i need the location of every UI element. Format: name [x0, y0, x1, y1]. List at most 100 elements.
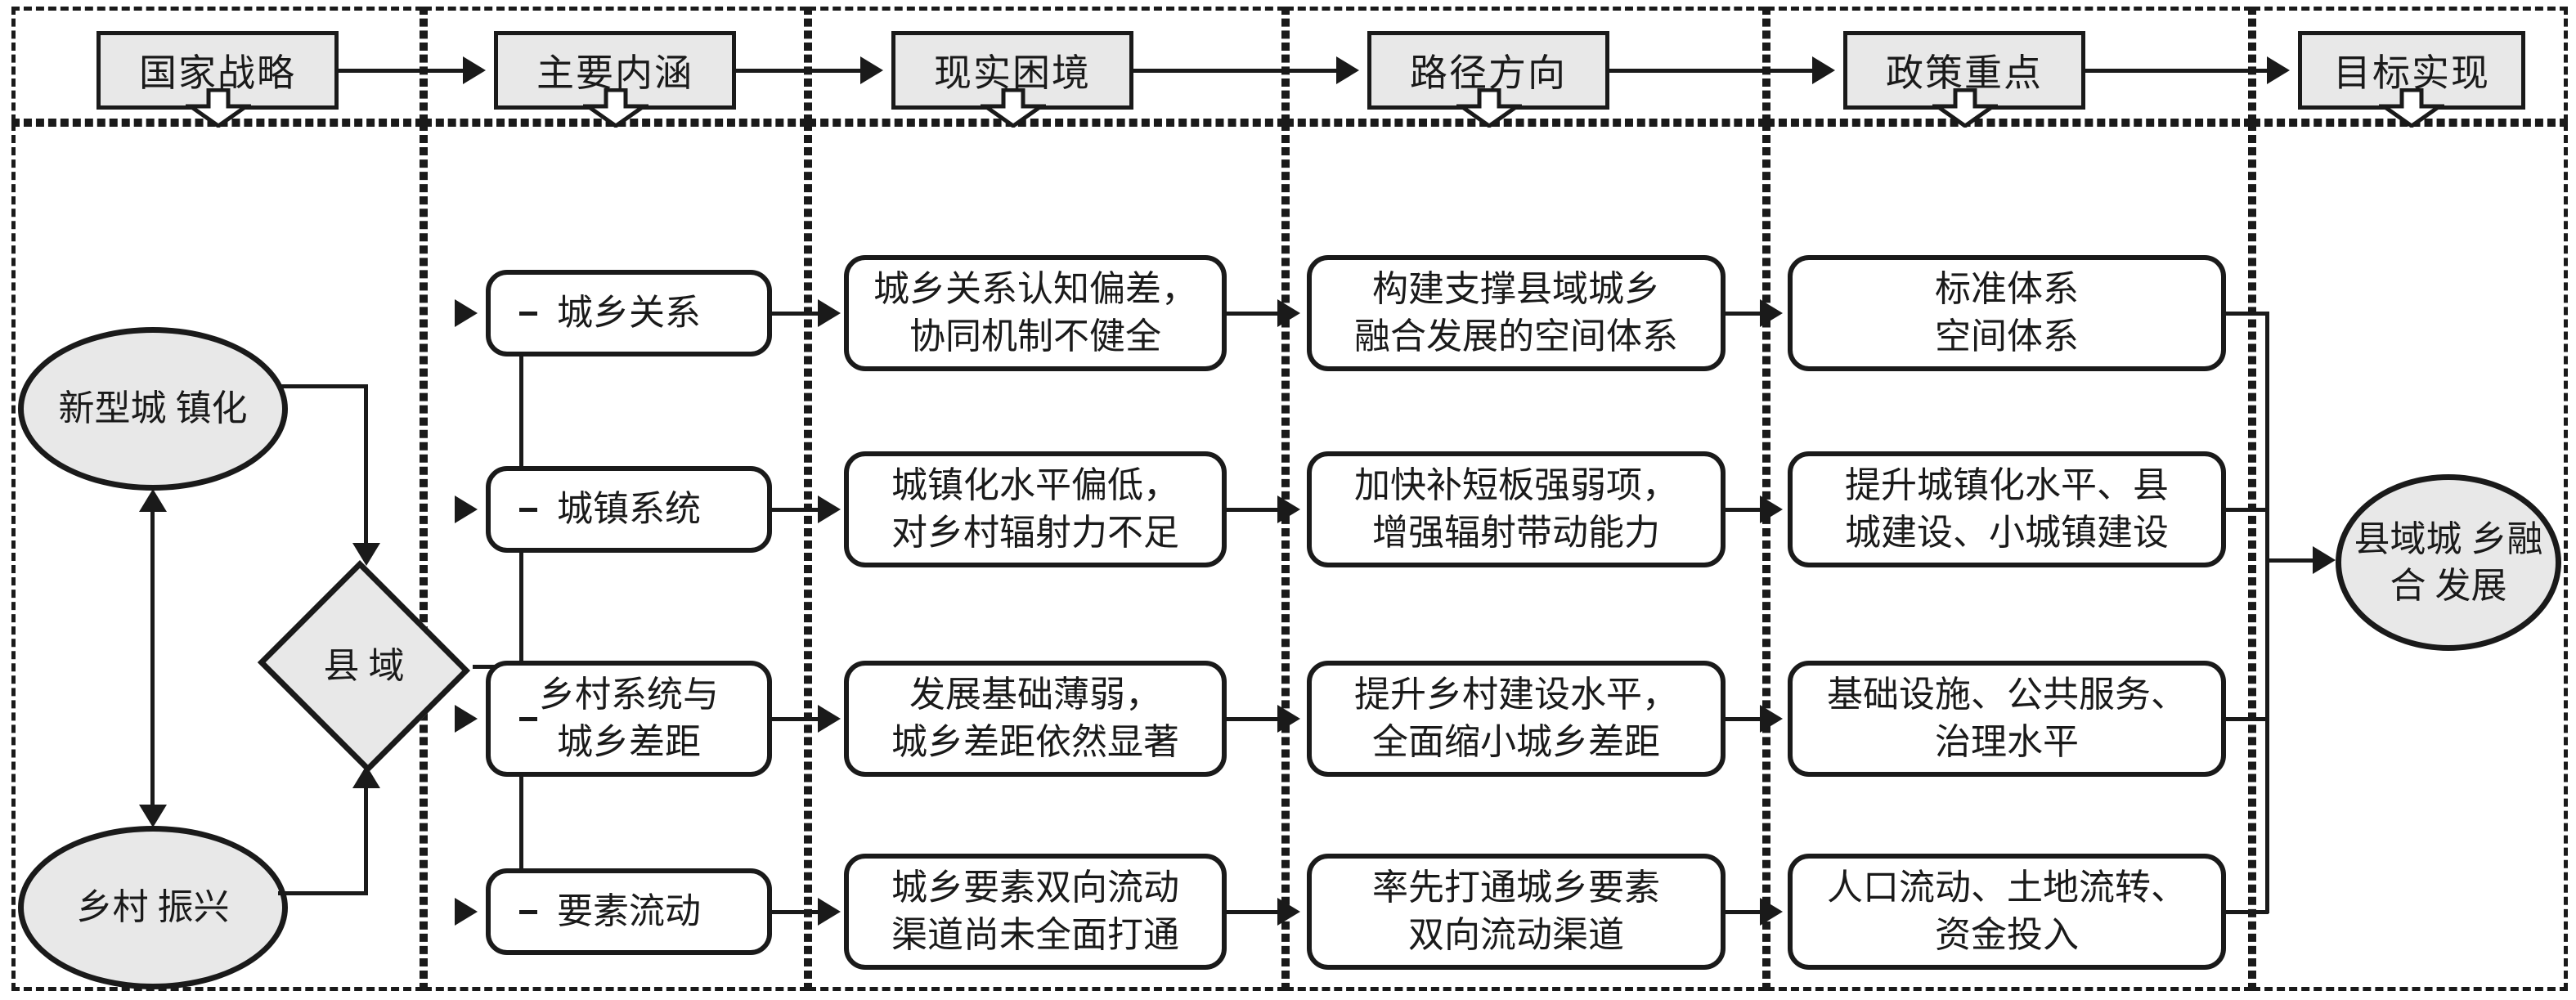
box-line-2: 全面缩小城乡差距 [1372, 722, 1660, 762]
path-to-pol-line-r3 [1726, 717, 1760, 721]
box-line-1: 乡村系统与 [539, 674, 719, 715]
rural-to-diamond-arrow [352, 765, 380, 788]
policy-collector-stub-r2 [2226, 508, 2269, 512]
lane-body-policy [1766, 123, 2252, 991]
dil-to-path-arrow-r3 [1277, 705, 1300, 733]
header-connector-line-1 [339, 69, 463, 73]
lane-frame-policy [1766, 7, 2252, 123]
header-connector-line-3 [1133, 69, 1336, 73]
dil-to-path-arrow-r2 [1277, 496, 1300, 523]
policy-box-row-4[interactable]: 人口流动、土地流转、 资金投入 [1788, 854, 2226, 970]
box-line-1: 城镇化水平偏低， [891, 464, 1179, 505]
collector-to-goal-arrow [2313, 546, 2336, 574]
urbanization-to-diamond-vline [364, 384, 368, 548]
dil-to-path-line-r4 [1227, 910, 1277, 914]
conn-to-dil-arrow-r4 [818, 898, 841, 926]
dilemma-box-row-1[interactable]: 城乡关系认知偏差， 协同机制不健全 [844, 255, 1227, 371]
policy-box-row-2[interactable]: 提升城镇化水平、县 城建设、小城镇建设 [1788, 451, 2226, 567]
header-connector-arrow-4 [1812, 56, 1835, 84]
header-label: 政策重点 [1886, 52, 2043, 94]
conn-to-dil-line-r1 [772, 312, 818, 316]
dil-to-path-line-r1 [1227, 312, 1277, 316]
box-line-2: 增强辐射带动能力 [1372, 513, 1660, 553]
policy-box-row-3[interactable]: 基础设施、公共服务、 治理水平 [1788, 661, 2226, 777]
path-box-row-3[interactable]: 提升乡村建设水平， 全面缩小城乡差距 [1307, 661, 1726, 777]
diamond-line-1: 县 [323, 645, 360, 686]
box-line-1: 构建支撑县域城乡 [1372, 268, 1660, 309]
header-box-goal-realization[interactable]: 目标实现 [2298, 31, 2525, 110]
fanout-branch-row-1 [519, 312, 537, 316]
ellipse-line-1: 乡村 [76, 887, 149, 928]
box-line-2: 城乡差距依然显著 [891, 722, 1179, 762]
block-down-arrow-path [1456, 88, 1522, 128]
box-line-1: 人口流动、土地流转、 [1827, 867, 2187, 908]
fanout-branch-row-4 [519, 910, 537, 914]
urbanization-to-diamond-arrow [352, 543, 380, 566]
ellipse-link-arrow-down [139, 805, 167, 827]
ellipse-rural-revitalization[interactable]: 乡村 振兴 [18, 826, 288, 989]
box-line-1: 城乡关系 [557, 292, 701, 333]
path-to-pol-line-r1 [1726, 312, 1760, 316]
header-label: 国家战略 [139, 52, 296, 94]
fanout-arrow-row-1 [455, 299, 478, 327]
box-line-2: 空间体系 [1935, 316, 2079, 357]
box-line-1: 基础设施、公共服务、 [1827, 674, 2187, 715]
policy-collector-stub-r4 [2226, 910, 2269, 914]
collector-to-goal-line [2265, 558, 2314, 563]
lane-body-dilemma [808, 123, 1286, 991]
header-box-main-connotation[interactable]: 主要内涵 [494, 31, 736, 110]
path-box-row-4[interactable]: 率先打通城乡要素 双向流动渠道 [1307, 854, 1726, 970]
ellipse-line-3: 发展 [2435, 566, 2507, 606]
path-box-row-2[interactable]: 加快补短板强弱项， 增强辐射带动能力 [1307, 451, 1726, 567]
box-line-2: 对乡村辐射力不足 [891, 513, 1179, 553]
path-to-pol-line-r4 [1726, 910, 1760, 914]
ellipse-line-2: 振兴 [157, 887, 230, 928]
dilemma-box-row-3[interactable]: 发展基础薄弱， 城乡差距依然显著 [844, 661, 1227, 777]
fanout-arrow-row-2 [455, 496, 478, 523]
ellipse-new-urbanization[interactable]: 新型城 镇化 [18, 327, 288, 491]
box-line-2: 渠道尚未全面打通 [891, 915, 1179, 955]
lane-frame-dilemma [808, 7, 1286, 123]
dilemma-box-row-2[interactable]: 城镇化水平偏低， 对乡村辐射力不足 [844, 451, 1227, 567]
header-label: 目标实现 [2333, 52, 2490, 94]
header-label: 路径方向 [1410, 52, 1567, 94]
header-connector-arrow-2 [860, 56, 883, 84]
diamond-fanout-spine [519, 321, 523, 942]
diamond-county-area[interactable]: 县 域 [254, 560, 474, 773]
header-connector-arrow-3 [1336, 56, 1359, 84]
box-line-1: 率先打通城乡要素 [1372, 867, 1660, 908]
box-line-1: 城乡关系认知偏差， [873, 268, 1197, 309]
policy-collector-spine [2265, 312, 2269, 913]
path-to-pol-arrow-r4 [1760, 898, 1783, 926]
box-line-1: 提升乡村建设水平， [1354, 674, 1678, 715]
conn-to-dil-arrow-r1 [818, 299, 841, 327]
conn-to-dil-line-r3 [772, 717, 818, 721]
policy-collector-stub-r3 [2226, 717, 2269, 721]
conn-to-dil-line-r2 [772, 508, 818, 512]
policy-collector-stub-r1 [2226, 312, 2269, 316]
box-line-2: 治理水平 [1935, 722, 2079, 762]
box-line-1: 城乡要素双向流动 [891, 867, 1179, 908]
fanout-branch-row-2 [519, 508, 537, 512]
ellipse-county-urban-rural-integration[interactable]: 县域城 乡融合 发展 [2336, 474, 2561, 651]
policy-box-row-1[interactable]: 标准体系 空间体系 [1788, 255, 2226, 371]
dilemma-box-row-4[interactable]: 城乡要素双向流动 渠道尚未全面打通 [844, 854, 1227, 970]
header-connector-line-2 [736, 69, 860, 73]
header-connector-line-5 [2085, 69, 2267, 73]
fanout-arrow-row-3 [455, 705, 478, 733]
dil-to-path-line-r2 [1227, 508, 1277, 512]
header-connector-arrow-1 [463, 56, 486, 84]
block-down-arrow-dilemma [981, 88, 1046, 128]
rural-to-diamond-hline [278, 891, 368, 895]
path-to-pol-arrow-r1 [1760, 299, 1783, 327]
header-box-path-direction[interactable]: 路径方向 [1367, 31, 1609, 110]
ellipse-line-1: 县域城 [2354, 518, 2462, 559]
box-line-2: 融合发展的空间体系 [1354, 316, 1678, 357]
connotation-box-row-1[interactable]: 城乡关系 [486, 270, 772, 357]
path-box-row-1[interactable]: 构建支撑县域城乡 融合发展的空间体系 [1307, 255, 1726, 371]
path-to-pol-arrow-r2 [1760, 496, 1783, 523]
header-label: 主要内涵 [536, 52, 693, 94]
conn-to-dil-line-r4 [772, 910, 818, 914]
conn-to-dil-arrow-r2 [818, 496, 841, 523]
